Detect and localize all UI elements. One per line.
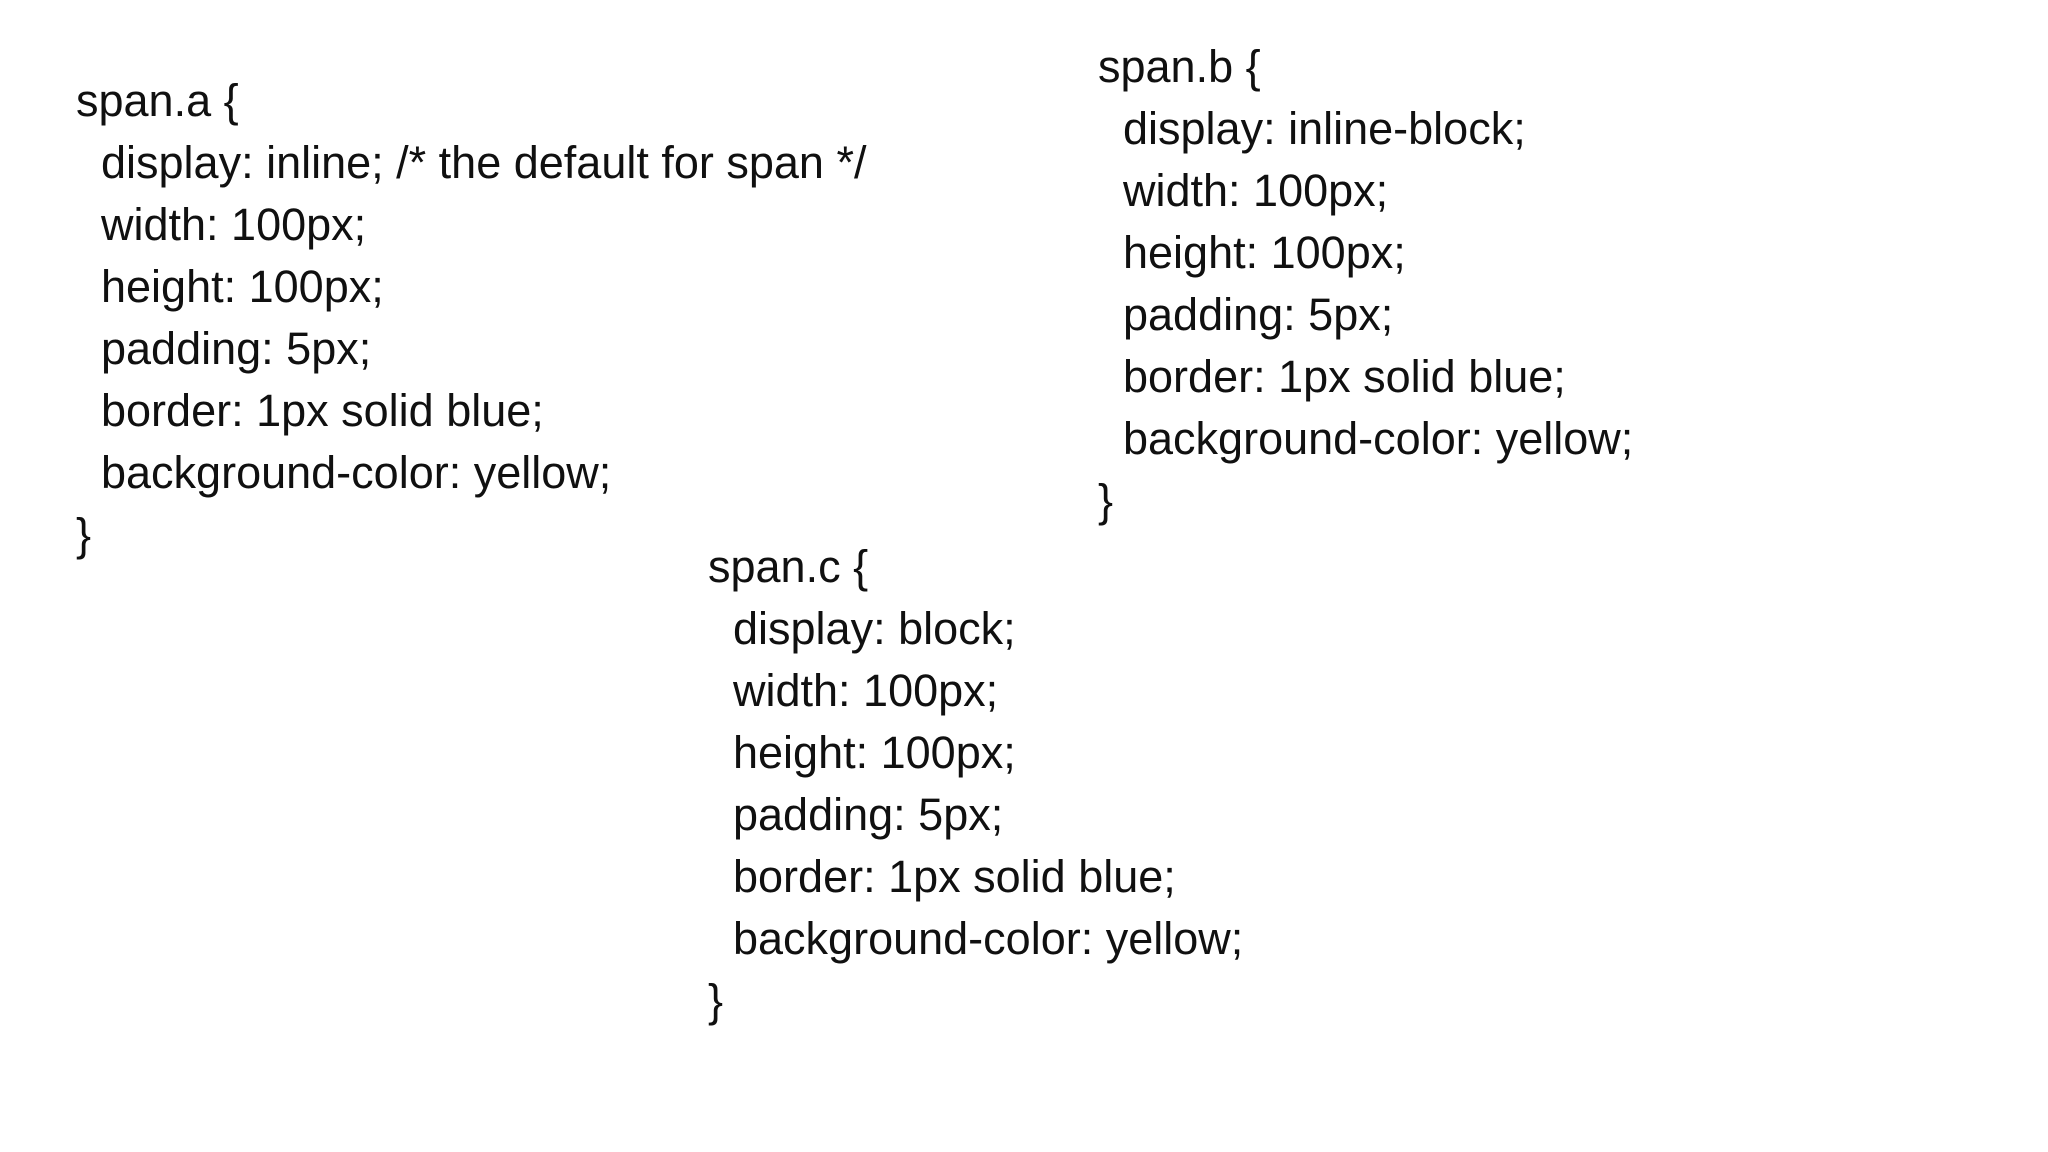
- css-rule-span-c: span.c { display: block; width: 100px; h…: [708, 541, 1244, 1026]
- css-rule-span-b: span.b { display: inline-block; width: 1…: [1098, 41, 1634, 526]
- css-rule-span-a: span.a { display: inline; /* the default…: [76, 75, 867, 560]
